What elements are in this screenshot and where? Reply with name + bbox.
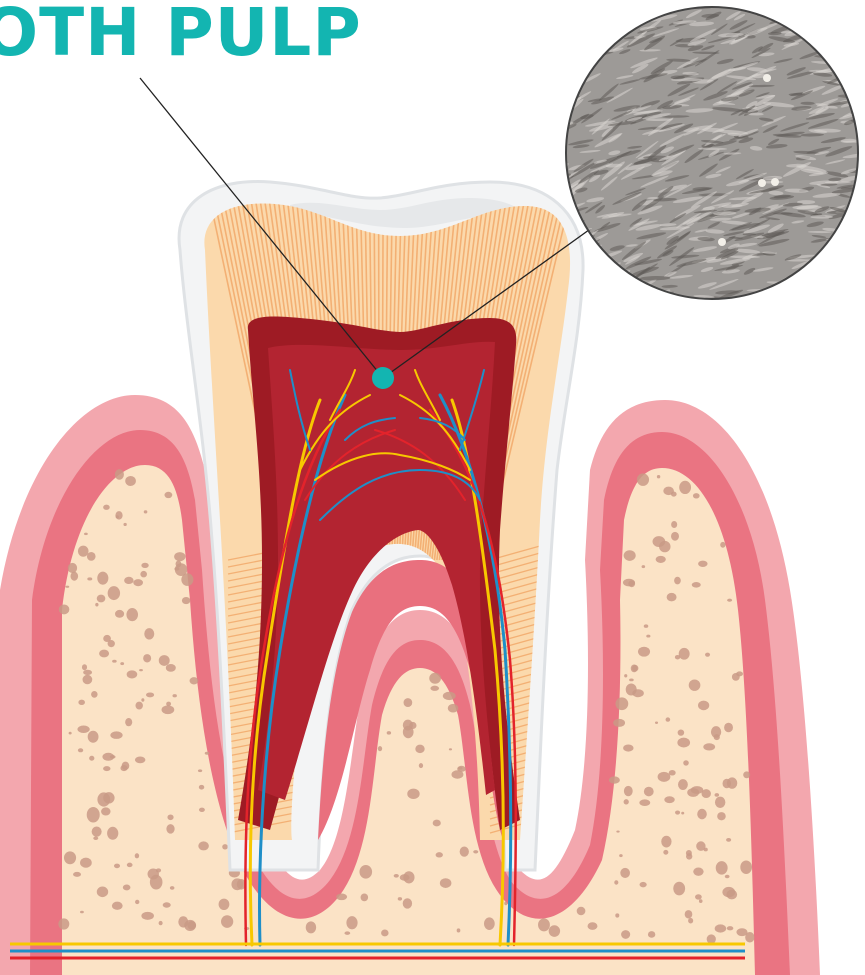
cell-micrograph-inset xyxy=(550,0,865,317)
pulp-marker-dot xyxy=(372,367,394,389)
